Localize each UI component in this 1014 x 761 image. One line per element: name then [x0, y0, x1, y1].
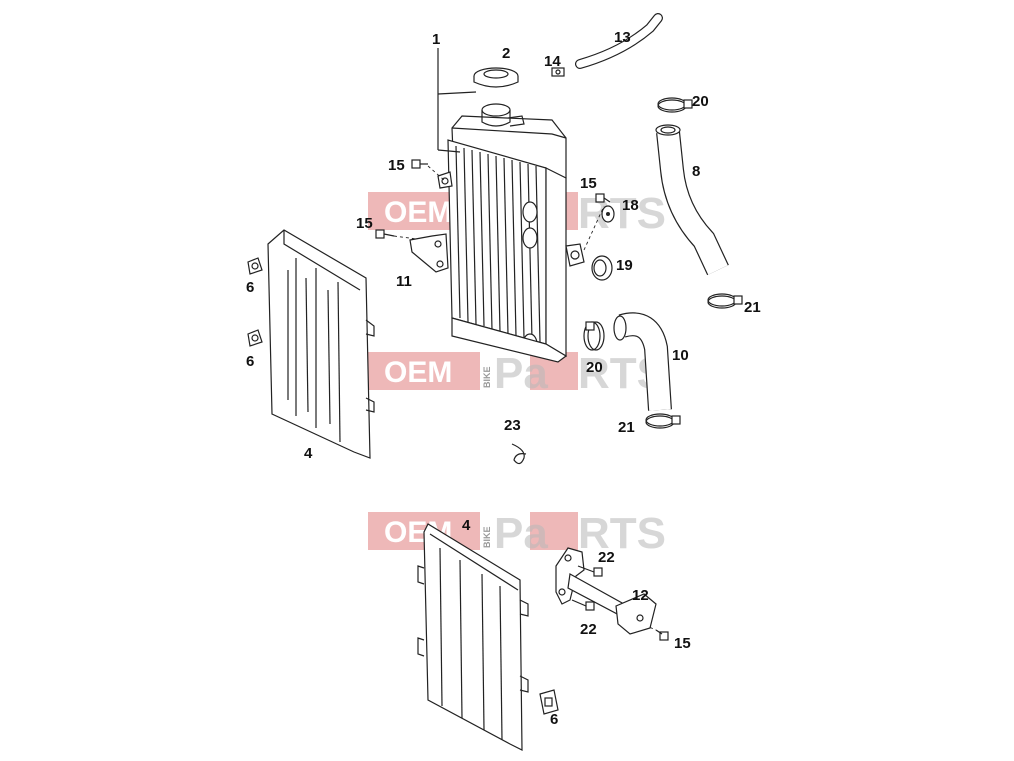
label-part-6-upper: 6 [246, 279, 254, 296]
grommet-19-part[interactable] [591, 255, 613, 281]
watermark-rts-text: RTS [578, 509, 666, 558]
label-part-6-middle: 6 [246, 353, 254, 370]
label-part-18: 18 [622, 197, 639, 214]
radiator-cap-part[interactable] [473, 67, 519, 88]
watermark-bike-text: BIKE [482, 366, 492, 388]
radiator-fins [455, 145, 541, 343]
label-part-14: 14 [544, 53, 561, 70]
label-part-22-lower: 22 [580, 621, 597, 638]
watermark-rts-text: RTS [578, 189, 666, 238]
label-part-11: 11 [396, 273, 412, 290]
hose-13-part[interactable] [575, 13, 663, 69]
fitting-14-part[interactable] [551, 67, 565, 77]
label-part-4-top: 4 [304, 445, 313, 462]
label-part-23: 23 [504, 417, 521, 434]
label-part-4-bottom: 4 [462, 517, 471, 534]
label-part-15-bottom: 15 [674, 635, 691, 652]
bracket-11-part[interactable] [409, 233, 449, 273]
hose-clamp-20-middle[interactable] [583, 321, 605, 351]
label-part-20-middle: 20 [586, 359, 603, 376]
hose-clamp-20-top[interactable] [657, 97, 693, 113]
washer-18-part[interactable] [601, 205, 615, 223]
label-part-2: 2 [502, 45, 510, 62]
watermark-bottom: OEM BIKE Pa RTS [368, 509, 666, 558]
label-part-15-left: 15 [356, 215, 373, 232]
label-part-21-bottom: 21 [618, 419, 635, 436]
watermark-oem-text: OEM [384, 356, 452, 389]
leader-lines [437, 48, 477, 153]
watermark-p-text: Pa [494, 509, 548, 558]
label-part-22-upper: 22 [598, 549, 615, 566]
label-part-15-right: 15 [580, 175, 597, 192]
label-part-10: 10 [672, 347, 689, 364]
hose-8-part[interactable] [655, 124, 729, 276]
watermark-oem-text: OEM [384, 196, 452, 229]
label-part-8: 8 [692, 163, 700, 180]
shroud-4-top[interactable] [267, 229, 375, 459]
bolt-15-right[interactable] [583, 193, 611, 251]
hose-10-part[interactable] [613, 312, 672, 411]
clip-6-lower[interactable] [539, 689, 559, 715]
bolt-15-bottom[interactable] [627, 617, 669, 641]
hose-clamp-21-bottom[interactable] [645, 413, 681, 429]
bolt-22-lower[interactable] [571, 599, 595, 611]
hose-clamp-21-right[interactable] [707, 293, 743, 309]
bolt-15-upper-left[interactable] [411, 159, 445, 181]
clip-6-upper[interactable] [247, 257, 263, 275]
watermark-bike-text: BIKE [482, 526, 492, 548]
label-part-21-right: 21 [744, 299, 761, 316]
label-part-12: 12 [632, 587, 649, 604]
label-part-1: 1 [432, 31, 440, 48]
spring-clip-23-part[interactable] [511, 443, 527, 465]
label-part-19: 19 [616, 257, 633, 274]
label-part-6-lower: 6 [550, 711, 558, 728]
label-part-15-upper-left: 15 [388, 157, 405, 174]
shroud-4-bottom[interactable] [417, 523, 529, 751]
bolt-22-upper[interactable] [577, 565, 603, 577]
clip-6-middle[interactable] [247, 329, 263, 347]
watermark-middle: OEM BIKE Pa RTS [368, 349, 666, 398]
label-part-13: 13 [614, 29, 631, 46]
bracket-12-part[interactable] [555, 547, 657, 635]
part-labels: 1 2 14 13 20 8 15 15 18 15 19 11 6 21 10… [246, 29, 761, 728]
radiator-part[interactable] [437, 103, 585, 363]
label-part-20-top: 20 [692, 93, 709, 110]
